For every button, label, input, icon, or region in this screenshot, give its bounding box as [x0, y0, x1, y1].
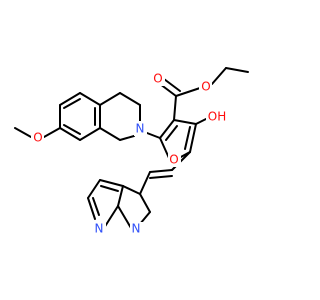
- chemical-structure-diagram: O N O O OH O N N: [14, 67, 249, 236]
- pyridine-nitrogen-atom: N: [93, 222, 106, 236]
- bond-py-3b: [92, 197, 100, 216]
- isoquinoline-nitrogen-label: N: [136, 122, 145, 136]
- bond-benz-2b: [63, 98, 81, 109]
- bond-ch-c3ab: [149, 175, 173, 179]
- bond-furan-c2-c3: [159, 119, 175, 139]
- bond-c3-carbonyl: [173, 95, 177, 121]
- carbonyl-oxygen-label: O: [153, 72, 162, 86]
- bond-sat-2: [119, 92, 141, 106]
- methoxy-oxygen-label: O: [33, 131, 42, 145]
- bond-n-furan: [146, 132, 161, 139]
- bond-furan-o-c2: [159, 137, 170, 159]
- bond-sat-1: [99, 92, 121, 106]
- bonds-group: [14, 67, 249, 229]
- bond-carbonyl-oether: [175, 87, 201, 97]
- bond-benz-6b: [63, 124, 81, 135]
- bond-pyr-4: [117, 205, 132, 229]
- methoxy-oxygen-bg: [31, 130, 44, 144]
- bond-sat-5: [99, 127, 121, 141]
- bond-py-3: [87, 197, 96, 220]
- isoquinoline-nitrogen-atom: N: [134, 121, 147, 136]
- pyrrole-nitrogen-label: N: [132, 222, 141, 236]
- bond-furan-c4-c5b: [184, 126, 191, 150]
- ester-ether-oxygen-bg: [199, 80, 212, 94]
- atom-labels-group: O N O O OH O N N: [31, 72, 228, 236]
- bond-benz-2: [59, 92, 81, 106]
- hydroxyl-group: OH: [206, 110, 228, 124]
- hydroxyl-label: OH: [208, 110, 226, 124]
- bond-benz-5: [79, 127, 101, 141]
- bond-pyr-2: [122, 185, 141, 195]
- bond-py-2: [87, 179, 101, 199]
- bond-pyr-6: [139, 193, 151, 213]
- pyridine-nitrogen-label: N: [95, 222, 104, 236]
- furan-oxygen-atom: O: [168, 153, 181, 167]
- bond-benz-6: [59, 127, 81, 141]
- hydroxyl-bg: [206, 110, 228, 124]
- bond-sat-4: [119, 135, 135, 141]
- carbonyl-oxygen-atom: O: [152, 72, 165, 86]
- pyrrole-nitrogen-atom: N: [130, 222, 143, 236]
- bond-ch-c3a: [149, 169, 173, 173]
- pyridine-nitrogen-bg: [93, 222, 106, 236]
- ester-ether-oxygen-label: O: [201, 80, 210, 94]
- ester-ether-oxygen-atom: O: [199, 80, 212, 94]
- bond-py-1: [99, 179, 124, 187]
- bond-furan-c3-c4: [173, 119, 197, 125]
- bond-oether-ch2: [211, 67, 227, 85]
- bond-carbonyl-ob: [163, 78, 181, 92]
- pyrrole-nitrogen-bg: [130, 222, 143, 236]
- bond-py-1b: [100, 185, 119, 192]
- carbonyl-oxygen-bg: [152, 72, 165, 86]
- bond-pyr-3: [117, 185, 124, 207]
- furan-oxygen-bg: [168, 153, 181, 167]
- furan-oxygen-label: O: [169, 153, 178, 167]
- bond-methyl-o: [14, 127, 32, 138]
- bond-furan-c4-c5: [189, 123, 197, 153]
- bond-furan-c2-c3b: [165, 125, 178, 141]
- bond-benz-3: [79, 92, 101, 106]
- bond-ch2-ch3: [225, 67, 249, 73]
- isoquinoline-nitrogen-bg: [134, 121, 147, 136]
- bond-pyr-1: [139, 171, 151, 195]
- bond-o-aryl: [43, 127, 61, 138]
- bond-py-4: [103, 205, 119, 229]
- methoxy-oxygen-atom: O: [31, 130, 44, 145]
